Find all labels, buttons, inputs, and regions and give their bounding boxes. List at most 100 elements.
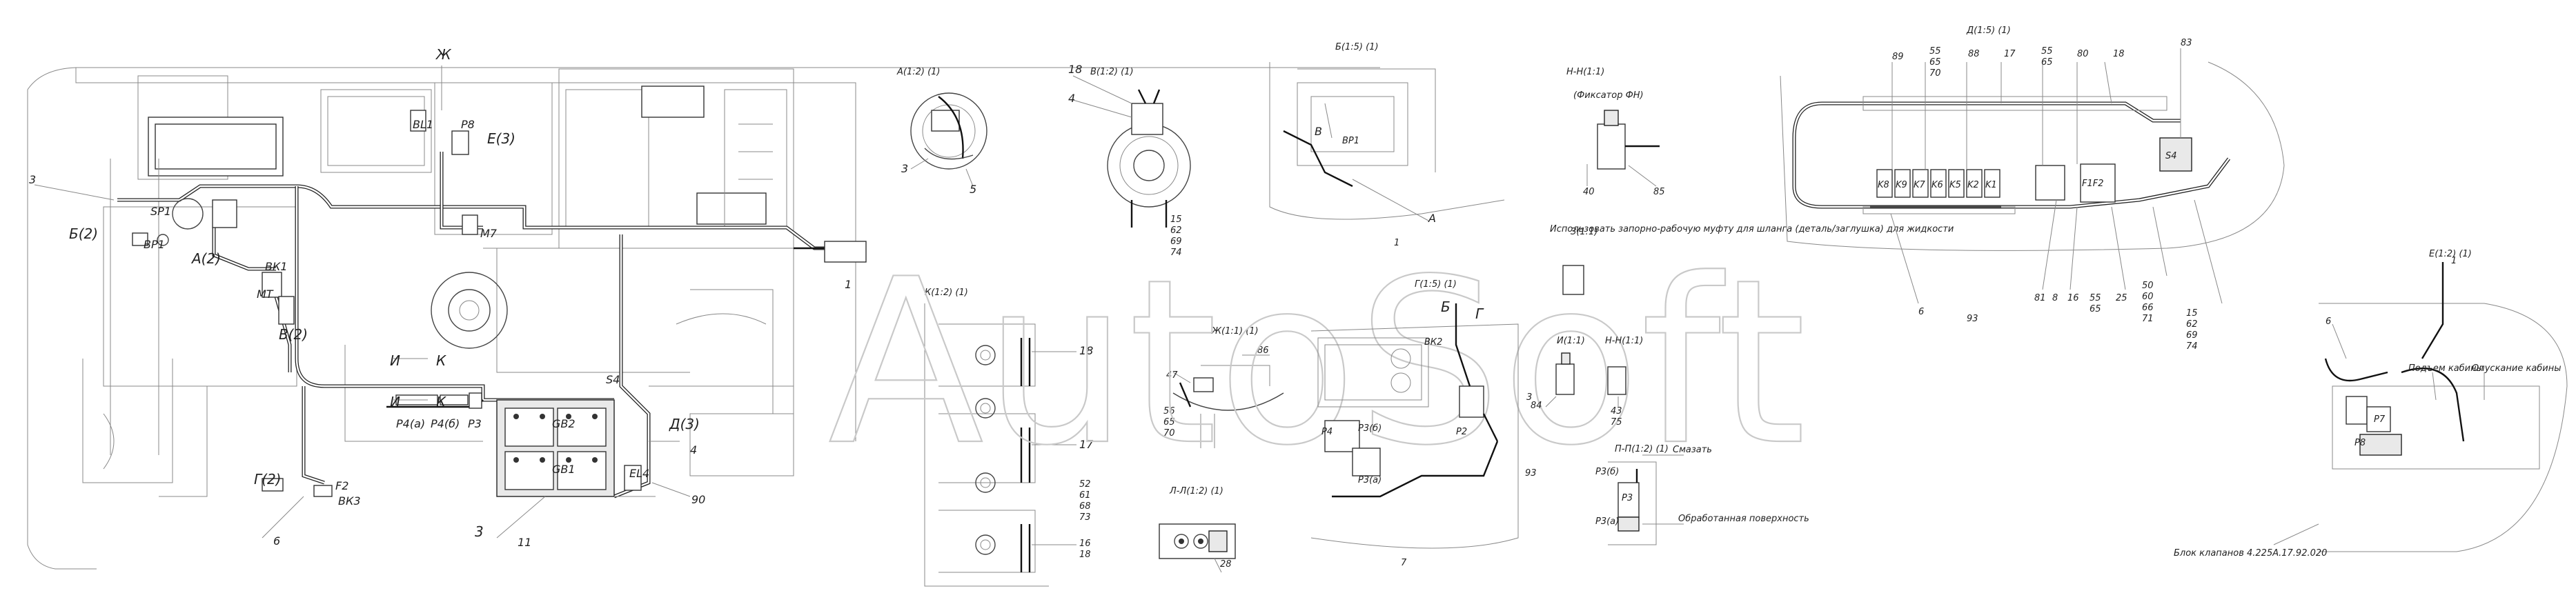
detail-view-e: Е(1:2) (1) 1 6 Р8 Р7 Подъем кабины Опуск…	[2174, 249, 2568, 559]
view-g-label-p4: Р4	[1321, 427, 1333, 437]
view-i-label-84: 84	[1531, 401, 1542, 411]
label-v2: В(2)	[279, 326, 308, 343]
view-i-label-43: 43	[1611, 406, 1622, 416]
view-g-label-p3a: Р3(а)	[1358, 475, 1382, 485]
view-d-relay-k2: K2	[1967, 180, 1979, 190]
view-b5-label-vp1: ВР1	[1342, 136, 1359, 146]
view-k-label-68: 68	[1079, 501, 1091, 512]
label-p3: Р3	[468, 417, 482, 430]
main-view: Ж BL1 Б(2) BP1 SP1 А(2) ВК1 МТ В(2) Е(3)…	[27, 46, 1380, 570]
view-d-label-71: 71	[2142, 314, 2154, 324]
view-l-title: Л-Л(1:2) (1)	[1169, 486, 1223, 496]
view-e-label-1: 1	[2451, 256, 2457, 266]
label-gb2: GB2	[552, 417, 576, 430]
label-p8: Р8	[461, 118, 475, 131]
view-p-label-p3a: Р3(а)	[1595, 516, 1619, 527]
view-d-label-s4: S4	[2165, 151, 2177, 161]
view-b-title: В(1:2) (1)	[1090, 67, 1134, 77]
view-p-label-p3b: Р3(б)	[1595, 467, 1619, 477]
view-d-top-80: 80	[2077, 49, 2089, 59]
view-d-top-65b: 65	[2041, 57, 2053, 68]
view-g-label-vk2: ВК2	[1424, 337, 1442, 348]
view-k-title: К(1:2) (1)	[925, 288, 968, 298]
view-n-note: Использовать запорно-рабочую муфту для ш…	[1550, 224, 1954, 234]
view-d-top-55b: 55	[2041, 46, 2053, 57]
view-d-label-6: 6	[1918, 307, 1924, 317]
label-bp1: BP1	[144, 238, 165, 251]
label-3-left: 3	[29, 173, 36, 186]
view-k-label-73: 73	[1079, 512, 1091, 523]
label-b2: Б(2)	[69, 225, 98, 242]
view-n-zoom: З(1:1)	[1571, 227, 1597, 237]
view-d-label-69: 69	[2186, 330, 2198, 341]
label-zh: Ж	[435, 46, 452, 63]
label-e3: Е(3)	[487, 130, 515, 147]
view-d-label-f1f2: F1F2	[2082, 179, 2104, 189]
view-d-label-55: 55	[2090, 293, 2101, 303]
label-mt: МТ	[257, 288, 274, 301]
view-g-label-3: 3	[1526, 392, 1532, 403]
label-k-top: К	[436, 352, 446, 369]
view-zh-label-56: 56	[1163, 406, 1175, 416]
view-n-title: Н-Н(1:1)	[1566, 67, 1604, 77]
view-e-note-left: Подъем кабины	[2408, 363, 2484, 374]
view-d-top-18: 18	[2113, 49, 2125, 59]
view-k-label-52: 52	[1079, 479, 1091, 490]
view-b5-label-1: 1	[1394, 238, 1399, 248]
view-b-label-15: 15	[1170, 214, 1182, 225]
view-d-relay-k5: K5	[1949, 180, 1961, 190]
view-b-label-62: 62	[1170, 225, 1182, 236]
view-d-title: Д(1:5) (1)	[1966, 26, 2011, 36]
detail-view-n-top: Н-Н(1:1) (Фиксатор ФН) 40 85 Использоват…	[1550, 67, 1954, 295]
label-el4: EL4	[629, 467, 649, 480]
view-k-label-17: 17	[1079, 438, 1094, 451]
detail-view-l: Л-Л(1:2) (1) 28	[1159, 486, 1236, 573]
detail-view-a: А(1:2) (1) 3 5	[896, 67, 987, 196]
view-g-label-p3b: Р3(б)	[1358, 423, 1382, 434]
detail-view-p: П-П(1:2) (1) Смазать Обработанная поверх…	[1595, 444, 1809, 545]
label-i-top: И	[390, 352, 400, 369]
view-n-label-40: 40	[1583, 187, 1595, 197]
view-d-top-65a: 65	[1929, 57, 1941, 68]
view-b5-title: Б(1:5) (1)	[1335, 42, 1379, 52]
view-b5-label-v: В	[1315, 125, 1322, 138]
view-e-label-6: 6	[2326, 316, 2331, 327]
view-d-relay-k1: K1	[1985, 180, 1997, 190]
view-d-label-50: 50	[2142, 281, 2154, 291]
view-k-label-16: 16	[1079, 539, 1091, 549]
view-d-relay-k8: K8	[1878, 180, 1889, 190]
label-g2: Г(2)	[254, 471, 281, 488]
view-d-relay-k7: K7	[1914, 180, 1926, 190]
view-p-callout-bottom: Обработанная поверхность	[1678, 514, 1809, 524]
view-p-label-p3: Р3	[1622, 493, 1633, 503]
view-d-label-25: 25	[2116, 293, 2127, 303]
view-e-title: Е(1:2) (1)	[2429, 249, 2472, 259]
view-d-top-55a: 55	[1929, 46, 1941, 57]
view-l-label-28: 28	[1220, 559, 1232, 570]
view-a-title: А(1:2) (1)	[896, 67, 941, 77]
view-d-relay-k6: K6	[1931, 180, 1943, 190]
view-g-label-7: 7	[1401, 558, 1407, 568]
view-nn-title: Н-Н(1:1)	[1605, 336, 1643, 346]
view-k-label-61: 61	[1079, 490, 1091, 501]
view-zh-title: Ж(1:1) (1)	[1211, 326, 1259, 336]
view-g-label-p2: Р2	[1456, 427, 1467, 437]
view-b-label-69: 69	[1170, 237, 1182, 247]
view-n-label-85: 85	[1653, 187, 1665, 197]
label-90: 90	[691, 493, 705, 506]
label-4: 4	[690, 443, 697, 456]
view-p-title: П-П(1:2) (1)	[1615, 444, 1669, 454]
detail-view-d: Д(1:5) (1) 89 55 65 70 88 17 55 65 80 18	[1780, 26, 2285, 352]
view-zh-label-65: 65	[1163, 417, 1175, 428]
detail-view-b5: Б(1:5) (1) В ВР1 А 1	[1269, 42, 1505, 248]
label-s4: S4	[606, 373, 620, 386]
label-vk1: ВК1	[265, 260, 288, 273]
view-d-label-62: 62	[2186, 319, 2198, 330]
view-g-label-b: Б	[1441, 299, 1451, 315]
label-11: 11	[518, 536, 531, 549]
view-d-top-89: 89	[1892, 52, 1904, 62]
detail-view-i: И(1:1) Н-Н(1:1) 84 43 75	[1531, 336, 1643, 428]
view-k-label-18-bottom: 18	[1079, 550, 1091, 560]
view-a-label-3: 3	[901, 162, 908, 175]
